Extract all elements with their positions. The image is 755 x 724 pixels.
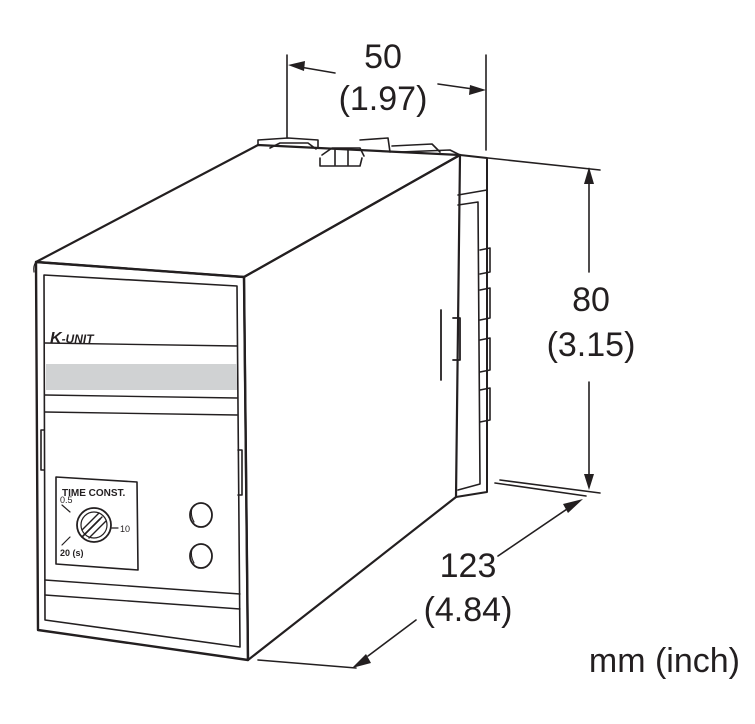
height-arrow-top <box>584 167 594 184</box>
width-inch-label: (1.97) <box>339 80 428 118</box>
indicator-led-1 <box>189 502 213 528</box>
front-label-area: K-UNIT <box>44 330 238 416</box>
dial-title: TIME CONST. <box>62 488 126 499</box>
top-terminals <box>257 137 461 167</box>
dial-max-label: 20 (s) <box>60 548 84 558</box>
brand-label: K-UNIT <box>50 330 95 347</box>
socket-base <box>440 154 491 498</box>
depth-arrow-near <box>352 654 371 668</box>
device-body <box>33 143 462 662</box>
front-edge-notches <box>40 429 243 496</box>
dial-min-label: 0.5 <box>60 495 73 505</box>
width-arrow-right <box>469 85 486 95</box>
indicator-led-2 <box>189 543 213 569</box>
depth-arrow-far <box>563 499 583 513</box>
width-arrow-left <box>288 61 305 71</box>
label-band <box>46 364 237 390</box>
width-mm-label: 50 <box>364 38 402 76</box>
width-dimension: 50 (1.97) <box>286 38 487 151</box>
depth-inch-label: (4.84) <box>424 591 513 629</box>
height-inch-label: (3.15) <box>547 326 636 364</box>
units-note: mm (inch) <box>589 642 740 680</box>
dial-knob <box>76 507 112 543</box>
height-dimension: 80 (3.15) <box>487 157 636 494</box>
depth-mm-label: 123 <box>440 547 497 585</box>
height-mm-label: 80 <box>572 281 610 319</box>
height-arrow-bottom <box>584 474 594 490</box>
indicator-leds <box>189 502 213 569</box>
dial-mid-label: 10 <box>120 524 130 534</box>
time-constant-dial: TIME CONST. 0.5 10 20 (s) <box>55 476 139 571</box>
depth-dimension: 123 (4.84) <box>257 482 587 669</box>
front-bottom-strip <box>44 579 241 610</box>
